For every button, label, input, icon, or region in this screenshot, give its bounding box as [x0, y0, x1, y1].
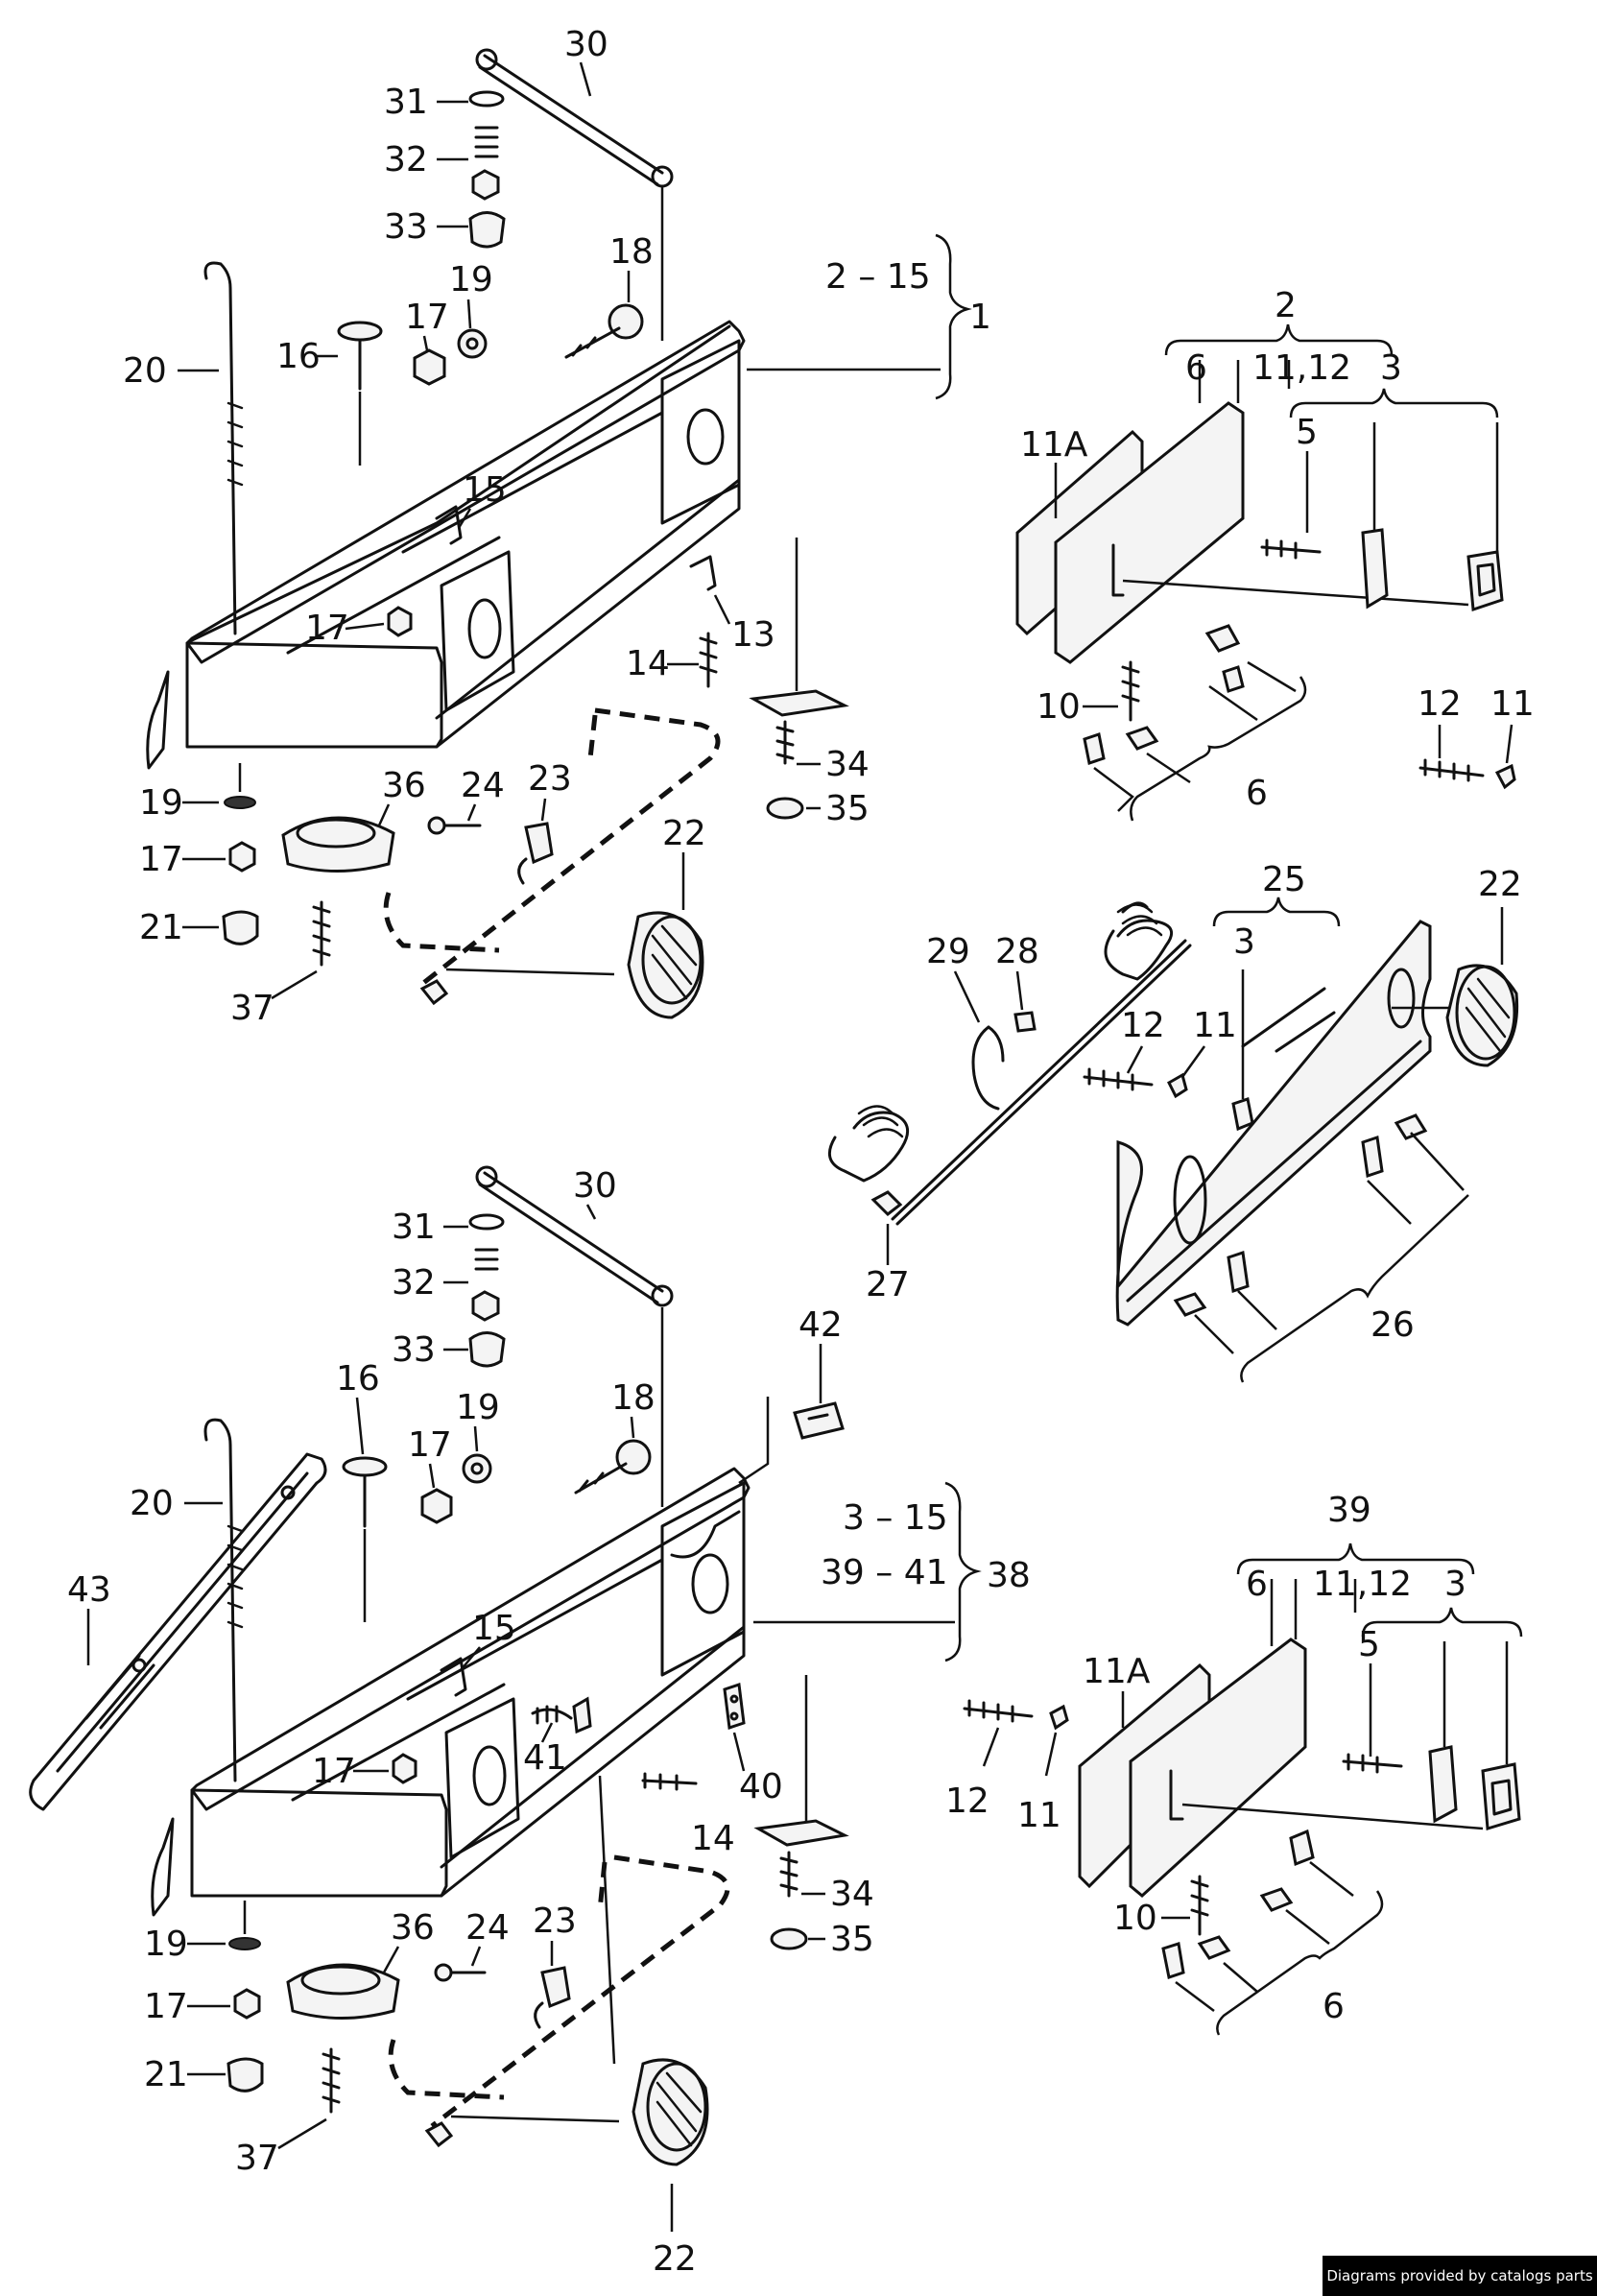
callout-6-clips: 6: [1246, 774, 1268, 813]
callout-2-panel: 2: [1275, 286, 1297, 325]
callout-11-12-panel-b: 11,12: [1313, 1565, 1412, 1604]
callout-10-panel-b: 10: [1113, 1899, 1157, 1938]
callout-21-b: 21: [144, 2055, 188, 2094]
callout-34: 34: [825, 745, 870, 784]
diagram-credit-label: Diagrams provided by catalogs parts: [1323, 2256, 1597, 2296]
callout-12-mid: 12: [1121, 1006, 1165, 1045]
callout-41: 41: [523, 1738, 567, 1778]
callout-6-panel-b: 6: [1246, 1565, 1268, 1604]
callout-30-b: 30: [573, 1166, 617, 1206]
bottom-right-panel-assembly: [963, 1543, 1523, 2036]
callout-35: 35: [825, 789, 870, 828]
callout-20: 20: [123, 351, 167, 391]
callout-17-b2: 17: [312, 1752, 356, 1791]
top-trailer-assembly: [146, 48, 972, 1019]
callout-36-b: 36: [391, 1908, 435, 1948]
callout-34-b: 34: [830, 1875, 874, 1914]
callout-3-mid: 3: [1233, 922, 1255, 962]
callout-19-b: 19: [456, 1388, 500, 1427]
callout-11-loose: 11: [1490, 684, 1535, 724]
callout-31-b: 31: [392, 1208, 436, 1247]
callout-17-b: 17: [408, 1425, 452, 1465]
callout-19: 19: [449, 260, 493, 299]
callout-38: 38: [987, 1556, 1031, 1595]
callout-39-41-b: 39 – 41: [821, 1553, 948, 1592]
callout-43: 43: [67, 1570, 111, 1610]
callout-3-15-b: 3 – 15: [843, 1498, 948, 1538]
callout-3-panel: 3: [1380, 348, 1402, 388]
callout-18: 18: [609, 232, 654, 272]
callout-25: 25: [1262, 860, 1306, 899]
callout-35-b: 35: [830, 1920, 874, 1959]
callout-13: 13: [731, 615, 775, 655]
callout-22-mid: 22: [1478, 865, 1522, 904]
callout-36: 36: [382, 766, 426, 805]
callout-3-panel-b: 3: [1444, 1565, 1466, 1604]
callout-26: 26: [1371, 1305, 1415, 1345]
callout-37-b: 37: [235, 2139, 279, 2178]
callout-11-mid: 11: [1193, 1006, 1237, 1045]
callout-17-b3: 17: [144, 1987, 188, 2026]
callout-5-panel-b: 5: [1358, 1625, 1380, 1664]
callout-32-b: 32: [392, 1263, 436, 1303]
callout-28: 28: [995, 932, 1039, 971]
callout-39: 39: [1327, 1491, 1371, 1530]
callout-19-b2: 19: [144, 1925, 188, 1964]
callout-1: 1: [969, 298, 991, 337]
callout-16-b: 16: [336, 1359, 380, 1399]
callout-10-panel: 10: [1037, 687, 1081, 727]
callout-42: 42: [798, 1305, 843, 1345]
callout-14: 14: [626, 644, 670, 683]
callout-11A-panel-b: 11A: [1083, 1652, 1151, 1691]
callout-29: 29: [926, 932, 970, 971]
callout-2-15: 2 – 15: [825, 257, 931, 297]
callout-11-panel-b: 11: [1017, 1796, 1061, 1835]
callout-31: 31: [384, 83, 428, 122]
callout-12-loose: 12: [1418, 684, 1462, 724]
callout-18-b: 18: [611, 1378, 655, 1418]
callout-20-b: 20: [130, 1484, 174, 1523]
callout-23-b: 23: [533, 1901, 577, 1941]
callout-27: 27: [866, 1265, 910, 1304]
callout-33-b: 33: [392, 1330, 436, 1370]
callout-12-panel-b: 12: [945, 1782, 989, 1821]
callout-labels: 30 31 32 33 18 19 17 16 20 2 – 15 1 15 1…: [67, 25, 1535, 2279]
middle-panel-and-wiring: [827, 897, 1519, 1383]
callout-15-b: 15: [472, 1609, 516, 1648]
callout-21: 21: [139, 908, 183, 947]
callout-30: 30: [564, 25, 608, 64]
callout-37: 37: [230, 989, 274, 1028]
callout-6-clips-b: 6: [1323, 1987, 1345, 2026]
callout-11A-panel: 11A: [1020, 425, 1088, 465]
callout-16: 16: [276, 337, 321, 376]
callout-5-panel: 5: [1296, 413, 1318, 452]
callout-33: 33: [384, 207, 428, 247]
callout-17c: 17: [139, 840, 183, 879]
callout-15: 15: [463, 470, 507, 510]
callout-32: 32: [384, 140, 428, 179]
callout-14-b: 14: [691, 1819, 735, 1858]
top-right-panel-assembly: [1015, 323, 1516, 822]
callout-24-b: 24: [465, 1908, 510, 1948]
callout-6-panel: 6: [1185, 348, 1207, 388]
callout-11-12-panel: 11,12: [1252, 348, 1351, 388]
callout-24: 24: [461, 766, 505, 805]
callout-17b: 17: [305, 609, 349, 648]
callout-22: 22: [662, 814, 706, 853]
callout-40: 40: [739, 1767, 783, 1806]
callout-17: 17: [405, 298, 449, 337]
callout-23: 23: [528, 759, 572, 799]
callout-19b: 19: [139, 783, 183, 823]
callout-22-b: 22: [653, 2239, 697, 2279]
bottom-trailer-assembly: [29, 1165, 982, 2232]
